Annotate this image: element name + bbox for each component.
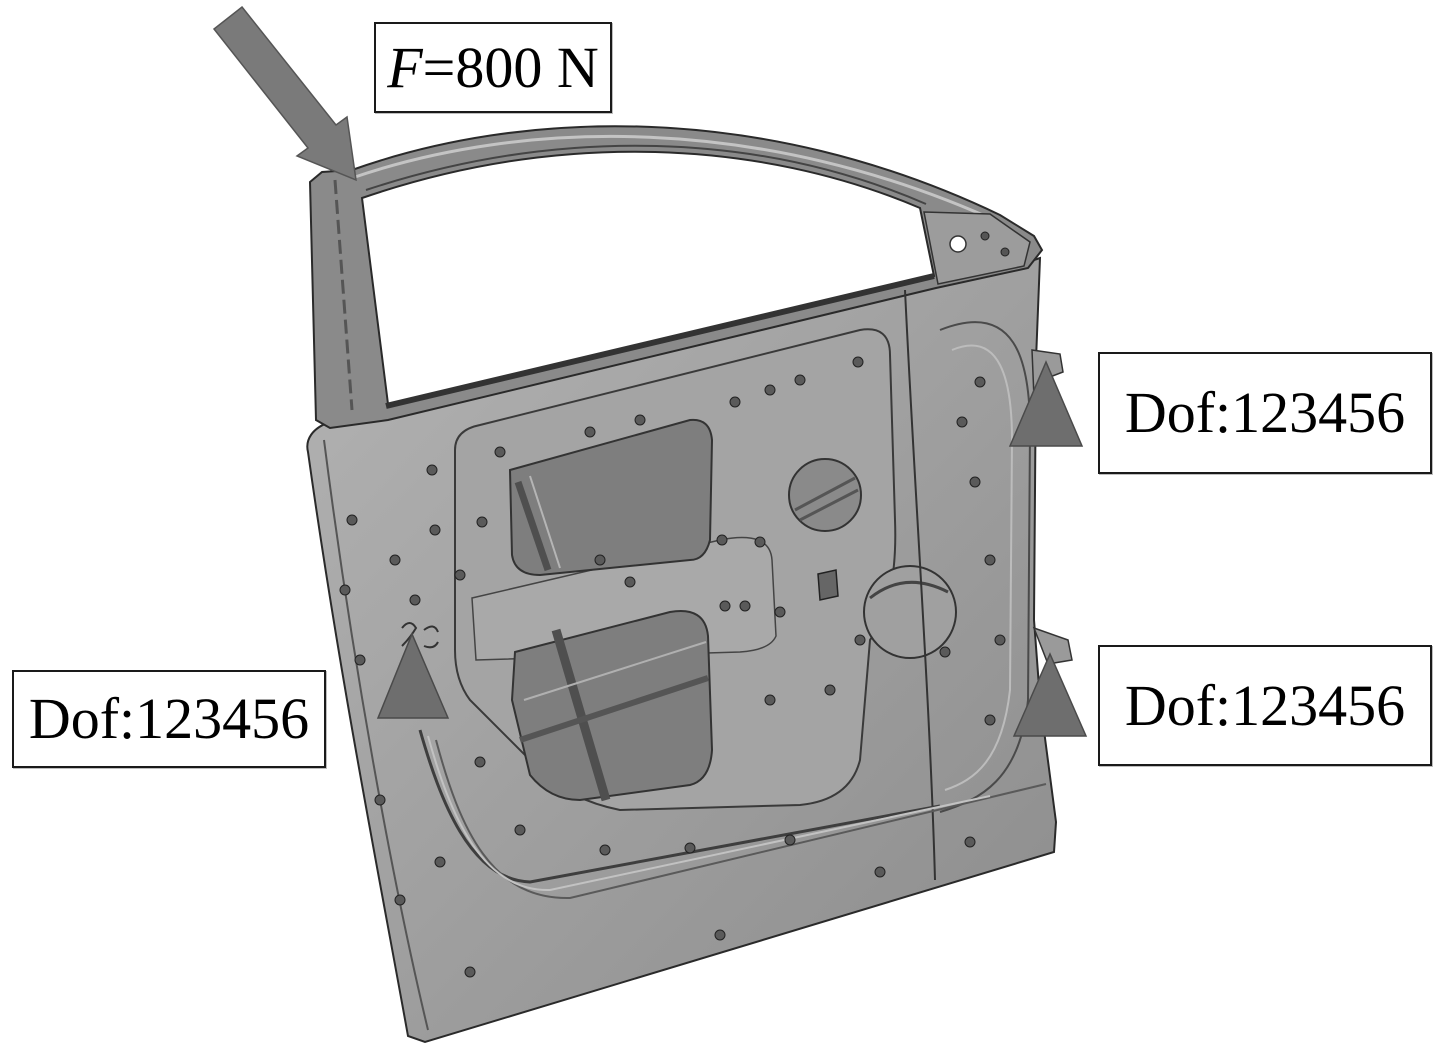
upper-rail-edge <box>529 475 561 569</box>
mounting-hole <box>494 446 506 458</box>
mounting-hole <box>599 844 611 856</box>
mounting-hole <box>714 929 726 941</box>
b-pillar-hole <box>980 231 990 241</box>
mounting-hole <box>984 714 996 726</box>
mounting-hole <box>624 576 636 588</box>
b-pillar-hole <box>1000 247 1010 257</box>
mounting-hole <box>994 634 1006 646</box>
lower-rail-edge <box>523 641 707 701</box>
mounting-hole <box>852 356 864 368</box>
force-label: F=800 N <box>374 22 612 113</box>
stamp-mark <box>401 622 439 649</box>
speaker-hole <box>863 565 957 659</box>
window-frame-highlight <box>351 134 1004 226</box>
constraint-label-text: Dof:123456 <box>1124 672 1406 738</box>
upper-rail <box>514 480 552 572</box>
mounting-hole <box>984 554 996 566</box>
belt-line <box>385 273 935 409</box>
mounting-hole <box>764 694 776 706</box>
lower-hinge-bracket <box>1032 626 1073 665</box>
force-value: =800 N <box>422 34 599 100</box>
constraint-label-upper-hinge: Dof:123456 <box>1098 352 1432 474</box>
constraint-label-text: Dof:123456 <box>28 686 310 751</box>
mounting-hole <box>454 569 466 581</box>
window-frame-inner-edge <box>365 144 927 205</box>
mounting-hole <box>354 654 366 666</box>
mounting-hole <box>794 374 806 386</box>
mounting-hole <box>939 646 951 658</box>
mounting-hole <box>974 376 986 388</box>
mounting-hole <box>594 554 606 566</box>
mounting-hole <box>434 856 446 868</box>
mounting-hole <box>716 534 728 546</box>
b-pillar-gusset <box>923 211 1031 285</box>
constraint-marker-upper-hinge <box>1008 360 1084 447</box>
mounting-hole <box>684 842 696 854</box>
mounting-hole <box>409 594 421 606</box>
mounting-hole <box>729 396 741 408</box>
mounting-hole <box>474 756 486 768</box>
mounting-hole <box>964 836 976 848</box>
mounting-hole <box>429 524 441 536</box>
lower-horizontal-rail <box>519 675 709 743</box>
mounting-hole <box>874 866 886 878</box>
constraint-marker-lower-hinge <box>1012 652 1088 737</box>
mounting-hole <box>956 416 968 428</box>
mounting-hole <box>774 606 786 618</box>
door-left-flange <box>323 439 429 1031</box>
mounting-hole <box>374 794 386 806</box>
mounting-hole <box>854 634 866 646</box>
mounting-hole <box>969 476 981 488</box>
latch-mount <box>817 569 839 601</box>
force-arrow <box>212 5 357 182</box>
mounting-hole <box>394 894 406 906</box>
mounting-hole <box>754 536 766 548</box>
mounting-holes <box>339 356 1006 978</box>
lower-sweep-inner <box>435 739 1047 900</box>
mounting-hole <box>476 516 488 528</box>
mounting-hole <box>464 966 476 978</box>
constraint-label-text: Dof:123456 <box>1124 380 1406 445</box>
mounting-hole <box>339 584 351 596</box>
force-symbol: F <box>387 34 423 100</box>
window-frame <box>308 125 1044 430</box>
mounting-hole <box>584 426 596 438</box>
mounting-hole <box>739 600 751 612</box>
upper-access-cutout <box>508 418 714 577</box>
mounting-hole <box>426 464 438 476</box>
b-pillar-hole <box>949 235 967 253</box>
mounting-hole <box>346 514 358 526</box>
vertical-seam <box>904 289 936 881</box>
lower-diagonal-rail <box>551 628 611 802</box>
constraint-label-lower-hinge: Dof:123456 <box>1098 645 1432 766</box>
lower-sweep-highlight <box>427 735 991 892</box>
mounting-hole <box>764 384 776 396</box>
mounting-hole <box>719 600 731 612</box>
a-pillar-line <box>333 179 354 411</box>
mounting-hole <box>784 834 796 846</box>
mounting-hole <box>514 824 526 836</box>
mounting-hole <box>824 684 836 696</box>
upper-service-hole-rib <box>794 476 859 522</box>
mounting-hole <box>634 414 646 426</box>
mounting-hole <box>389 554 401 566</box>
constraint-label-latch: Dof:123456 <box>12 670 326 768</box>
speaker-hole-rib <box>869 580 949 600</box>
lower-sweep-outer <box>418 729 941 884</box>
constraint-marker-latch <box>376 632 450 719</box>
